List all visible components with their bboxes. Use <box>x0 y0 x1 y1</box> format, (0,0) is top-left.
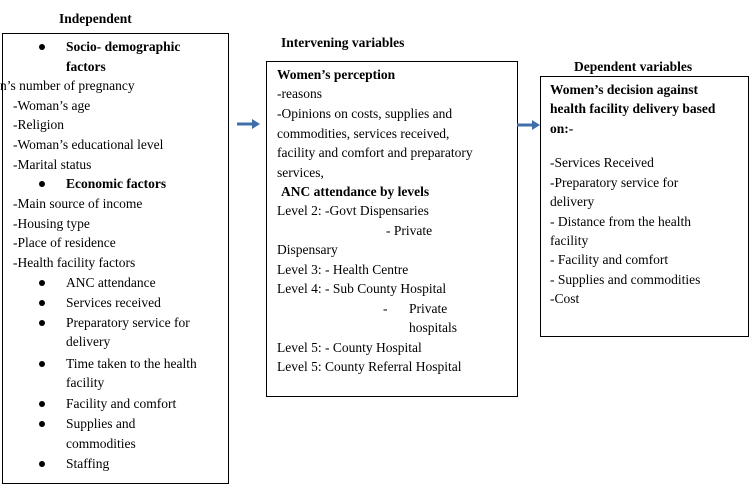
womens-decision-title: Women’s decision against <box>550 82 699 97</box>
level-item: Level 5: - County Hospital <box>277 340 422 355</box>
list-item: -Services Received <box>550 155 654 170</box>
list-item: -Opinions on costs, supplies and <box>277 106 453 121</box>
list-item: delivery <box>550 194 595 209</box>
list-item: - Facility and comfort <box>550 252 669 267</box>
level-item: - <box>383 301 388 316</box>
womens-decision-title-cont: health facility delivery based <box>550 101 716 116</box>
list-item: commodities, services received, <box>277 126 450 141</box>
bullet-icon <box>39 280 45 286</box>
socio-demographic-title: Socio- demographic <box>66 39 181 54</box>
anc-attendance-title: ANC attendance by levels <box>281 184 430 199</box>
list-item: n’s number of pregnancy <box>0 78 135 93</box>
dependent-header: Dependent variables <box>574 59 693 74</box>
list-item: -Preparatory service for <box>550 175 679 190</box>
bullet-icon <box>39 401 45 407</box>
womens-decision-title-end: on:- <box>550 121 574 136</box>
arrow-right-icon <box>517 120 540 130</box>
list-item: ANC attendance <box>66 275 156 290</box>
list-item: Supplies and <box>66 416 136 431</box>
list-item: delivery <box>66 334 111 349</box>
bullet-icon <box>39 300 45 306</box>
level-item: Level 2: -Govt Dispensaries <box>277 203 429 218</box>
list-item: Preparatory service for <box>66 315 190 330</box>
intervening-variables-box <box>266 61 518 397</box>
socio-demographic-title-cont: factors <box>66 59 106 74</box>
list-item: - Supplies and commodities <box>550 272 701 287</box>
economic-factors-title: Economic factors <box>66 176 167 191</box>
list-item: -Housing type <box>13 216 90 231</box>
list-item: Services received <box>66 295 161 310</box>
bullet-icon <box>39 461 45 467</box>
list-item: services, <box>277 165 324 180</box>
list-item: -Woman’s age <box>13 98 91 113</box>
level-item: - Private <box>386 223 433 238</box>
list-item: -Woman’s educational level <box>13 137 164 152</box>
list-item: Facility and comfort <box>66 396 177 411</box>
list-item: facility and comfort and preparatory <box>277 145 473 160</box>
independent-variables-box <box>2 33 229 484</box>
bullet-icon <box>39 181 45 187</box>
list-item: commodities <box>66 436 136 451</box>
arrow-right-icon <box>237 119 260 129</box>
list-item: -Cost <box>550 291 580 306</box>
list-item: facility <box>550 233 589 248</box>
bullet-icon <box>39 361 45 367</box>
list-item: -Main source of income <box>13 196 143 211</box>
bullet-icon <box>39 44 45 50</box>
list-item: -Marital status <box>13 157 92 172</box>
list-item: -Health facility factors <box>13 255 136 270</box>
independent-header: Independent <box>59 11 132 26</box>
list-item: - Distance from the health <box>550 214 691 229</box>
dependent-variables-box <box>540 76 749 337</box>
level-item: hospitals <box>409 320 458 335</box>
list-item: Time taken to the health <box>66 356 197 371</box>
list-item: -Religion <box>13 117 64 132</box>
level-item: Level 3: - Health Centre <box>277 262 409 277</box>
womens-perception-title: Women’s perception <box>277 67 396 82</box>
level-item: Private <box>409 301 448 316</box>
intervening-header: Intervening variables <box>281 35 405 50</box>
level-item: Level 4: - Sub County Hospital <box>277 281 447 296</box>
bullet-icon <box>39 421 45 427</box>
level-item: Level 5: County Referral Hospital <box>277 359 462 374</box>
list-item: -Place of residence <box>13 235 116 250</box>
list-item: -reasons <box>277 86 322 101</box>
list-item: Staffing <box>66 456 110 471</box>
bullet-icon <box>39 320 45 326</box>
list-item: facility <box>66 375 105 390</box>
level-item: Dispensary <box>277 242 338 257</box>
